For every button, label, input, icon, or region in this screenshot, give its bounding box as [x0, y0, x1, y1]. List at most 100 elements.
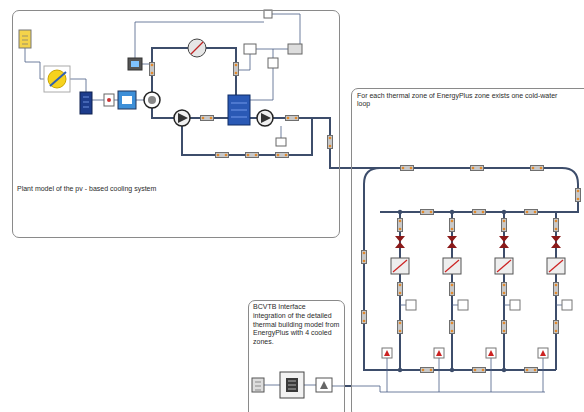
- controller-screen: [122, 96, 132, 104]
- signal-line: [332, 386, 344, 387]
- cooling-coil: [443, 258, 461, 274]
- pump-triangle: [261, 113, 271, 123]
- control-block: [382, 348, 392, 358]
- source-block-lines: [22, 36, 28, 44]
- pump-triangle: [178, 113, 188, 123]
- bcvtb-block: [280, 372, 304, 398]
- pipe-segment: [398, 321, 403, 334]
- pipe-segment: [554, 219, 559, 232]
- input-block-lines: [255, 382, 261, 390]
- cooling-coil: [547, 258, 565, 274]
- valve-symbol: [551, 236, 561, 248]
- signal-line: [256, 49, 288, 50]
- panel: For each thermal zone of EnergyPlus zone…: [351, 88, 584, 412]
- signal-line: [239, 54, 250, 70]
- pipe: [152, 48, 188, 92]
- coil-arrow: [549, 260, 563, 272]
- pump-symbol: [257, 110, 273, 126]
- control-triangle: [488, 350, 494, 356]
- tee: [398, 368, 402, 372]
- pipe-segment: [450, 321, 455, 334]
- pipe-segment: [286, 116, 299, 121]
- signal-line: [272, 14, 300, 44]
- panel: BCVTB Interfaceintegration of the detail…: [248, 300, 345, 412]
- control-block: [486, 348, 496, 358]
- pipe-segment: [234, 63, 239, 76]
- signal-line: [400, 305, 562, 306]
- cooling-coil: [495, 258, 513, 274]
- pipe-segment: [450, 283, 455, 296]
- pipe-segment: [398, 219, 403, 232]
- coil-arrow: [445, 260, 459, 272]
- valve-symbol: [499, 236, 509, 248]
- signal-line: [281, 126, 282, 138]
- control-block-screen: [131, 61, 139, 67]
- zone-branch: [486, 219, 520, 359]
- pipe: [351, 168, 578, 212]
- panel: Plant model of the pv - based cooling sy…: [12, 10, 340, 238]
- pipe-segment: [421, 368, 434, 373]
- control-block: [434, 348, 444, 358]
- pipe: [152, 108, 174, 118]
- pv-panel-icon: [50, 72, 66, 86]
- sun-icon: [48, 70, 66, 88]
- output-block-icon: [320, 381, 328, 389]
- bcvtb-building-icon: [286, 378, 298, 392]
- signal-line: [250, 68, 273, 100]
- pipe-segment: [554, 321, 559, 334]
- pipe-segment: [362, 311, 367, 324]
- signal-line: [92, 100, 104, 101]
- pipe-junctions: [398, 210, 506, 372]
- control-triangle: [540, 350, 546, 356]
- signal-line: [25, 48, 44, 79]
- pipe: [364, 168, 556, 370]
- signal-line: [439, 358, 440, 392]
- signal-line: [491, 358, 492, 392]
- pipe-segment: [525, 368, 538, 373]
- heat-exchanger-symbol: [188, 39, 206, 57]
- coil-arrow: [393, 260, 407, 272]
- sensor-block: [562, 300, 572, 310]
- panel-heading: BCVTB Interface: [253, 303, 341, 311]
- pipe-segment: [576, 189, 581, 202]
- panel-heading: For each thermal zone of EnergyPlus zone…: [357, 92, 562, 109]
- output-block: [316, 378, 332, 392]
- control-block: [538, 348, 548, 358]
- pipe: [273, 118, 339, 168]
- signal-line: [351, 386, 545, 392]
- signal-line: [304, 385, 316, 386]
- inverter-block: [104, 94, 114, 106]
- pump-symbol: [174, 110, 190, 126]
- control-block: [128, 58, 142, 70]
- sensor-block: [244, 44, 256, 54]
- sensor-block: [458, 300, 468, 310]
- sensor-block: [268, 58, 278, 68]
- tee: [502, 210, 506, 214]
- battery-block: [80, 92, 92, 114]
- tee: [398, 210, 402, 214]
- valve-symbol: [447, 236, 457, 248]
- pipe-segment: [276, 153, 289, 158]
- chiller-symbol: [144, 92, 160, 108]
- signal-line: [387, 358, 388, 392]
- pipe-segment: [502, 283, 507, 296]
- pipe-segment: [471, 166, 484, 171]
- setpoint-block: [264, 10, 272, 18]
- pipe-segment: [531, 166, 544, 171]
- sensor-block: [276, 138, 286, 146]
- zone-branch: [382, 219, 416, 359]
- signal-line: [114, 100, 118, 101]
- pipe-segment: [502, 219, 507, 232]
- pipe-segment: [362, 251, 367, 264]
- chiller-core: [148, 96, 156, 104]
- tee: [502, 368, 506, 372]
- pipe-segment: [525, 210, 538, 215]
- valve-symbol: [395, 236, 405, 248]
- tee: [450, 210, 454, 214]
- pipe-segment: [473, 210, 486, 215]
- panel-caption: Plant model of the pv - based cooling sy…: [17, 185, 237, 193]
- zone-branch: [434, 219, 468, 359]
- tank-lines: [231, 103, 247, 117]
